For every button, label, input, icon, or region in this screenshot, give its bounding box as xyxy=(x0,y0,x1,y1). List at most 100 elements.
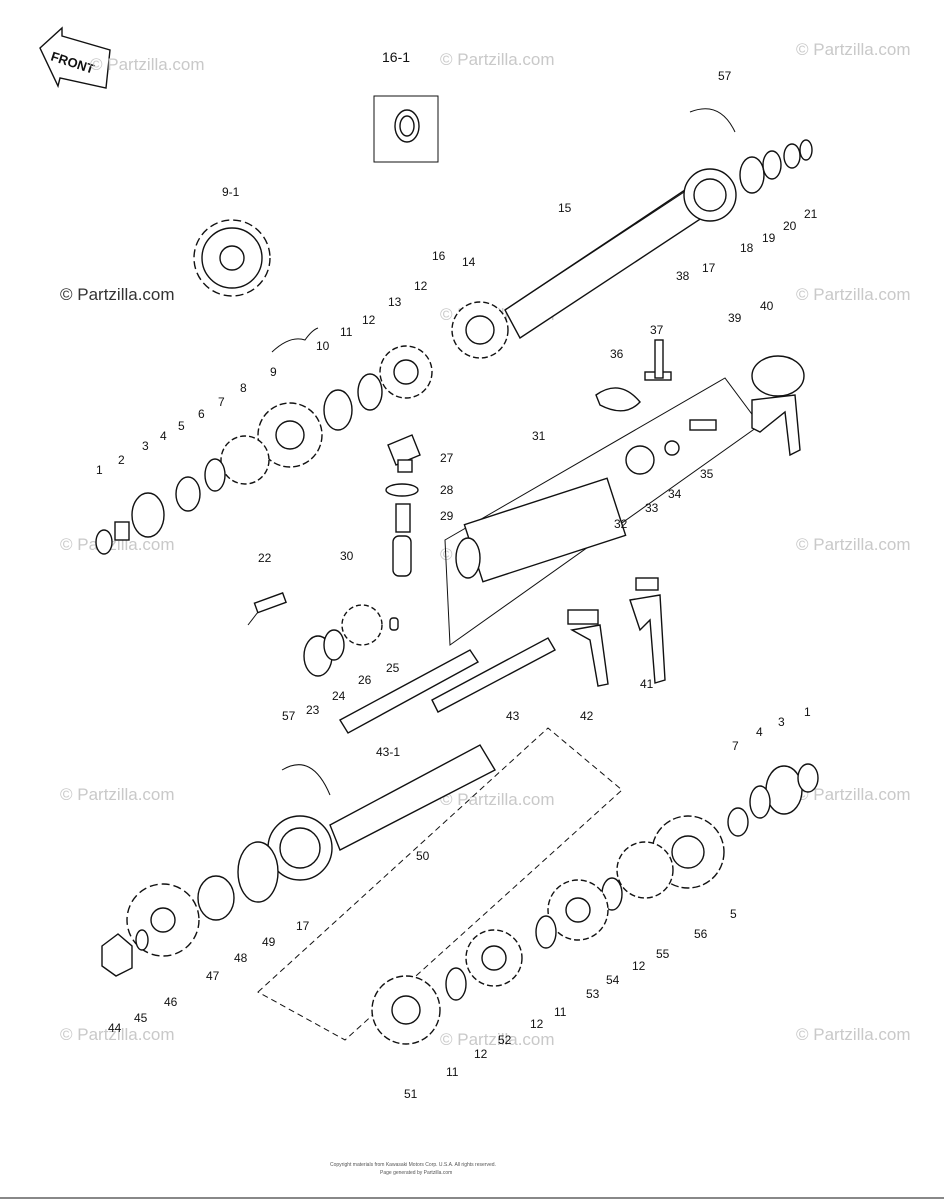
callout-label: 3 xyxy=(778,715,785,729)
callout-label: 20 xyxy=(783,219,797,233)
watermark: © Partzilla.com xyxy=(796,1025,911,1044)
watermark: © Partzilla.com xyxy=(60,785,175,804)
callout-label: 57 xyxy=(282,709,296,723)
upper-shaft xyxy=(504,108,813,340)
callout-label: 52 xyxy=(498,1033,512,1047)
watermark: © Partzilla.com xyxy=(796,285,911,304)
gear-9-1 xyxy=(193,219,271,297)
callout-label: 11 xyxy=(554,1005,567,1019)
callout-label: 9 xyxy=(270,365,277,379)
callout-label: 1 xyxy=(804,705,811,719)
callout-label: 25 xyxy=(386,661,400,675)
watermark: © Partzilla.com xyxy=(90,55,205,74)
callout-label: 12 xyxy=(530,1017,544,1031)
callout-label: 49 xyxy=(262,935,276,949)
inset-16-1 xyxy=(373,95,439,163)
lower-gear-box xyxy=(257,727,623,1041)
watermark: © Partzilla.com xyxy=(796,785,911,804)
callout-label: 12 xyxy=(632,959,646,973)
callout-label: 30 xyxy=(340,549,354,563)
callout-label: 9-1 xyxy=(222,185,240,199)
callout-label: 57 xyxy=(718,69,732,83)
lower-shaft xyxy=(101,744,496,977)
watermark: © Partzilla.com xyxy=(796,535,911,554)
callout-label: 31 xyxy=(532,429,546,443)
callout-label: 42 xyxy=(580,709,594,723)
callout-label: 41 xyxy=(640,677,654,691)
watermark: © Partzilla.com xyxy=(60,1025,175,1044)
upper-gear-stack xyxy=(95,301,509,555)
callout-label: 7 xyxy=(732,739,739,753)
callout-label: 19 xyxy=(762,231,776,245)
callout-label: 17 xyxy=(296,919,310,933)
callout-label: 43-1 xyxy=(376,745,400,759)
callout-label: 54 xyxy=(606,973,620,987)
callout-label: 8 xyxy=(240,381,247,395)
callouts: 16-1 57 9-1 15 21 20 19 18 17 14 16 12 1… xyxy=(96,49,818,1101)
shift-forks xyxy=(567,355,805,687)
callout-label: 2 xyxy=(118,453,125,467)
watermark: © Partzilla.com xyxy=(60,535,175,554)
callout-label: 35 xyxy=(700,467,714,481)
callout-label: 47 xyxy=(206,969,220,983)
callout-label: 3 xyxy=(142,439,149,453)
callout-label: 27 xyxy=(440,451,454,465)
callout-label: 33 xyxy=(645,501,659,515)
watermark: © Partzilla.com xyxy=(440,790,555,809)
lower-gear-stack xyxy=(371,763,819,1045)
callout-label: 32 xyxy=(614,517,628,531)
footer-line-1: Copyright materials from Kawasaki Motors… xyxy=(330,1162,496,1168)
callout-label: 12 xyxy=(474,1047,488,1061)
watermark: © Partzilla.com xyxy=(796,40,911,59)
callout-label: 12 xyxy=(414,279,428,293)
footer-line-2: Page generated by Partzilla.com xyxy=(380,1170,452,1176)
front-arrow-icon: FRONT xyxy=(39,26,111,89)
callout-label: 39 xyxy=(728,311,742,325)
callout-label: 34 xyxy=(668,487,682,501)
callout-label: 40 xyxy=(760,299,774,313)
callout-label: 43 xyxy=(506,709,520,723)
callout-label: 10 xyxy=(316,339,330,353)
callout-label: 38 xyxy=(676,269,690,283)
footer: Copyright materials from Kawasaki Motors… xyxy=(330,1162,496,1176)
callout-label: 53 xyxy=(586,987,600,1001)
watermark: © Partzilla.com xyxy=(440,50,555,69)
callout-label: 26 xyxy=(358,673,372,687)
callout-label: 5 xyxy=(178,419,185,433)
watermark: © Partzilla.com xyxy=(440,1030,555,1049)
callout-label: 11 xyxy=(446,1065,459,1079)
callout-label: 1 xyxy=(96,463,103,477)
callout-label: 56 xyxy=(694,927,708,941)
callout-label: 16 xyxy=(432,249,446,263)
callout-label: 29 xyxy=(440,509,454,523)
callout-label: 16-1 xyxy=(382,49,410,65)
shift-drum-box xyxy=(444,339,761,646)
callout-label: 23 xyxy=(306,703,320,717)
detent-parts xyxy=(385,434,421,577)
callout-label: 22 xyxy=(258,551,272,565)
callout-label: 24 xyxy=(332,689,346,703)
callout-label: 50 xyxy=(416,849,430,863)
callout-label: 6 xyxy=(198,407,205,421)
callout-label: 45 xyxy=(134,1011,148,1025)
callout-label: 5 xyxy=(730,907,737,921)
callout-label: 7 xyxy=(218,395,225,409)
callout-label: 14 xyxy=(462,255,476,269)
callout-label: 37 xyxy=(650,323,664,337)
shift-rods xyxy=(339,637,556,734)
neutral-switch-parts xyxy=(247,592,399,677)
callout-label: 13 xyxy=(388,295,402,309)
callout-label: 11 xyxy=(340,325,353,339)
callout-label: 15 xyxy=(558,201,572,215)
watermark: © Partzilla.com xyxy=(60,285,175,304)
callout-label: 44 xyxy=(108,1021,122,1035)
callout-label: 21 xyxy=(804,207,818,221)
callout-label: 18 xyxy=(740,241,754,255)
callout-label: 4 xyxy=(756,725,763,739)
callout-label: 12 xyxy=(362,313,376,327)
callout-label: 55 xyxy=(656,947,670,961)
callout-label: 51 xyxy=(404,1087,418,1101)
callout-label: 46 xyxy=(164,995,178,1009)
callout-label: 28 xyxy=(440,483,454,497)
